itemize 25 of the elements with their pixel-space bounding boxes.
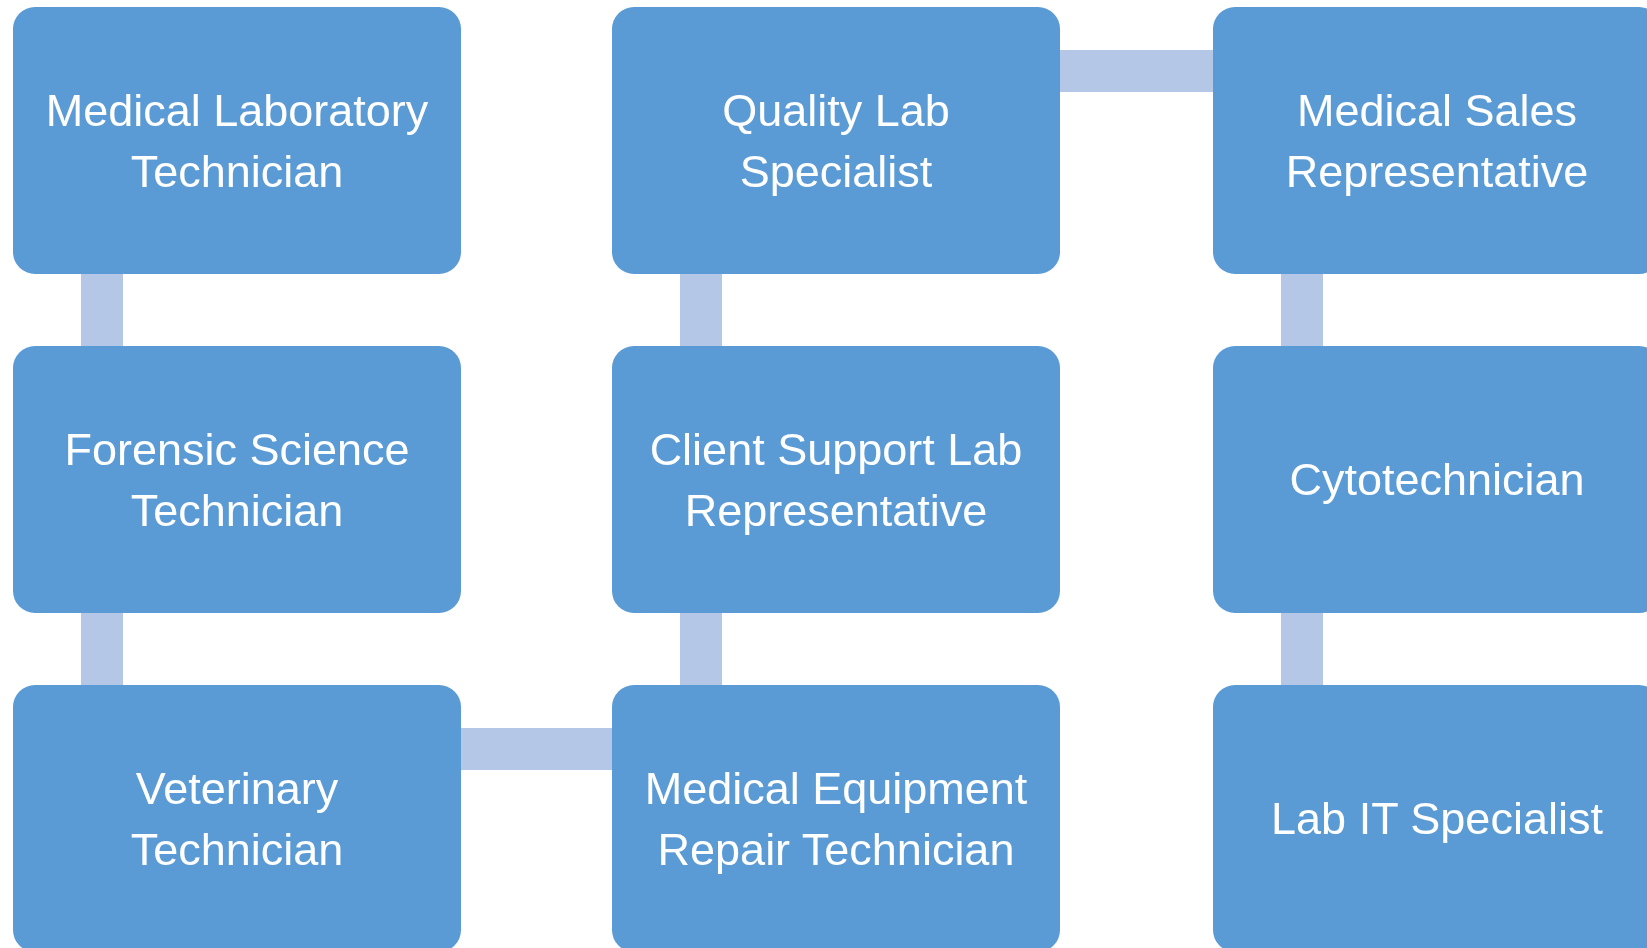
process-box [13,685,461,948]
connector [461,728,612,770]
box-label: Forensic Science Technician [63,422,411,538]
connector [1281,274,1323,346]
process-box [612,685,1060,948]
process-box [612,346,1060,613]
connector [81,274,123,346]
process-box [1213,346,1647,613]
box-label: Medical Laboratory Technician [44,83,430,199]
box-label: Medical Equipment Repair Technician [643,761,1029,877]
box-label: Client Support Lab Representative [648,422,1024,538]
connector [680,613,722,685]
box-label: Cytotechnician [1289,453,1585,507]
connector [1060,50,1213,92]
box-label: Lab IT Specialist [1271,792,1603,846]
connector [680,274,722,346]
connector [81,613,123,685]
box-label: Quality Lab Specialist [721,83,951,199]
process-box [1213,7,1647,274]
process-box [13,7,461,274]
process-box [13,346,461,613]
box-label: Medical Sales Representative [1284,83,1590,199]
box-label: Veterinary Technician [129,761,345,877]
process-box [1213,685,1647,948]
process-box [612,7,1060,274]
